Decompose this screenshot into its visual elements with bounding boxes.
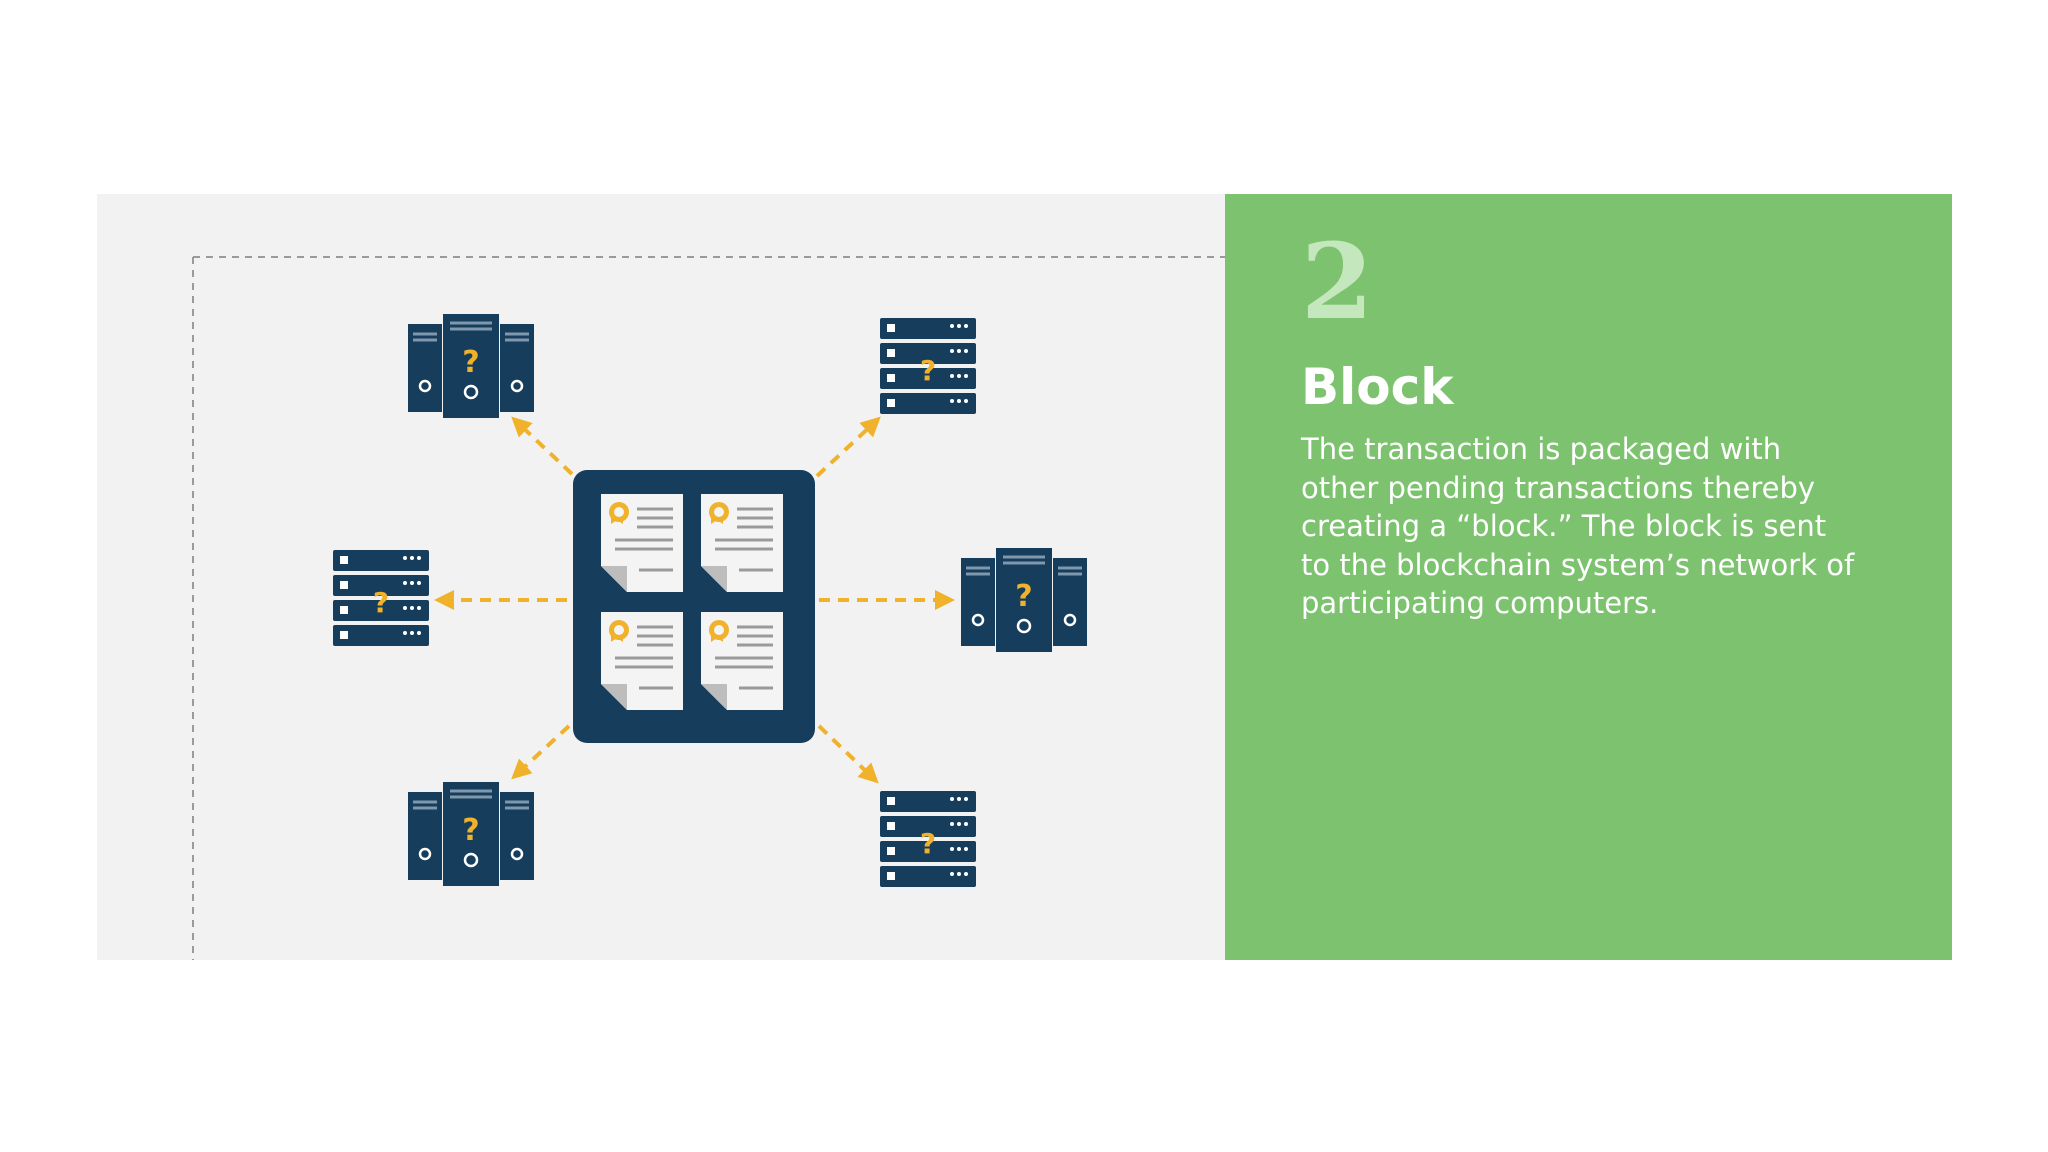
tower-server-icon (406, 312, 536, 420)
tower-server-icon (959, 546, 1089, 654)
broadcast-arrows (434, 416, 955, 784)
arrow-to-top-right (815, 416, 881, 478)
rack-server-icon (333, 550, 429, 646)
network-diagram: ? (192, 256, 1225, 960)
network-diagram-panel: ? (97, 194, 1225, 960)
step-title: Block (1301, 358, 1454, 416)
step-number: 2 (1301, 220, 1374, 343)
rack-server-icon (880, 791, 976, 887)
arrow-to-bottom-right (817, 724, 879, 784)
step-info-panel: 2 Block The transaction is packaged with… (1225, 194, 1952, 960)
dashed-boundary (192, 256, 1225, 960)
step-description: The transaction is packaged with other p… (1301, 432, 1855, 620)
arrow-to-top-left (511, 416, 574, 476)
tower-server-icon (406, 780, 536, 888)
block-of-documents-icon (573, 470, 815, 743)
arrow-to-bottom-left (511, 724, 571, 780)
rack-server-icon (880, 318, 976, 414)
infographic-step: ? (97, 194, 1952, 960)
